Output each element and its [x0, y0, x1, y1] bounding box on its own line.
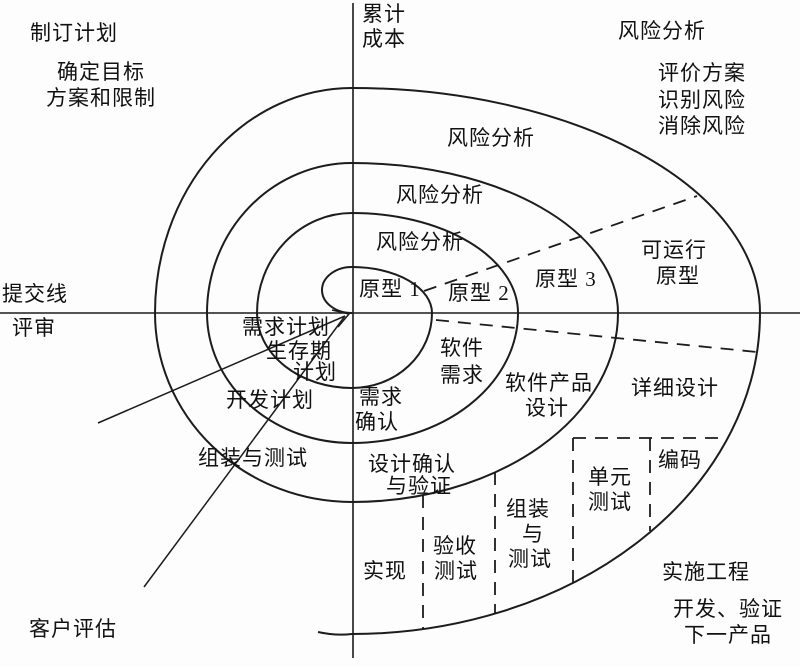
- review-pointer-line-upper: [97, 315, 346, 424]
- task-software-product-design-line2: 设计: [525, 396, 569, 420]
- ring-risk-middle: 风险分析: [396, 183, 484, 207]
- quadrant-plan-sub1: 确定目标: [57, 60, 145, 84]
- task-design-validation-line1: 设计确认: [368, 452, 456, 476]
- task-software-product-design-line1: 软件产品: [505, 371, 593, 395]
- dashed-divider-prototype-upper: [423, 195, 698, 292]
- task-unit-test-line2: 测试: [588, 490, 632, 514]
- quadrant-engineering-title: 实施工程: [662, 560, 750, 584]
- task-req-confirm-line2: 确认: [355, 410, 399, 434]
- task-requirements-plan: 需求计划: [242, 315, 330, 339]
- task-software-req-line2: 需求: [440, 363, 484, 387]
- ring-prototype-2: 原型 2: [448, 281, 510, 305]
- task-implementation: 实现: [363, 559, 407, 583]
- quadrant-risk-title: 风险分析: [618, 19, 706, 43]
- task-software-req-line1: 软件: [440, 336, 484, 360]
- quadrant-plan-title: 制订计划: [30, 21, 118, 45]
- quadrant-evaluation-title: 客户评估: [29, 617, 117, 641]
- axis-review-label: 评审: [12, 316, 56, 340]
- task-development-plan: 开发计划: [226, 388, 314, 412]
- task-unit-test-line1: 单元: [588, 465, 632, 489]
- axis-cumulative-cost-line2: 成本: [362, 27, 406, 51]
- quadrant-engineering-sub2: 下一产品: [684, 623, 772, 647]
- quadrant-engineering-sub1: 开发、验证: [673, 597, 783, 621]
- quadrant-risk-sub1: 评价方案: [658, 61, 746, 85]
- ring-risk-inner: 风险分析: [376, 230, 464, 254]
- task-acceptance-line1: 验收: [433, 534, 477, 558]
- review-pointer-line-lower: [143, 315, 346, 588]
- task-req-confirm-line1: 需求: [359, 385, 403, 409]
- ring-operational-prototype-line1: 可运行: [641, 238, 707, 262]
- task-integration-line2: 与: [522, 522, 544, 546]
- task-lifecycle-line2: 计划: [293, 360, 337, 384]
- task-integration-line3: 测试: [508, 547, 552, 571]
- task-coding: 编码: [658, 448, 702, 472]
- ring-prototype-3: 原型 3: [535, 267, 597, 291]
- task-integration-line1: 组装: [506, 497, 550, 521]
- task-assembly-and-test: 组装与测试: [198, 446, 308, 470]
- ring-operational-prototype-line2: 原型: [656, 264, 700, 288]
- task-acceptance-line2: 测试: [434, 559, 478, 583]
- ring-prototype-1: 原型 1: [359, 277, 421, 301]
- task-design-validation-line2: 与验证: [386, 474, 452, 498]
- quadrant-plan-sub2: 方案和限制: [46, 86, 156, 110]
- ring-risk-outer: 风险分析: [447, 126, 535, 150]
- task-detailed-design: 详细设计: [631, 376, 719, 400]
- axis-commit-line-label: 提交线: [2, 282, 68, 306]
- axis-cumulative-cost-line1: 累计: [362, 2, 406, 26]
- dashed-divider-design-lower: [435, 319, 758, 353]
- center-arrowhead-icon: [331, 309, 351, 328]
- quadrant-risk-sub2: 识别风险: [658, 88, 746, 112]
- spiral-path: [153, 86, 762, 636]
- task-lifecycle-line1: 生存期: [266, 339, 332, 363]
- quadrant-risk-sub3: 消除风险: [658, 114, 746, 138]
